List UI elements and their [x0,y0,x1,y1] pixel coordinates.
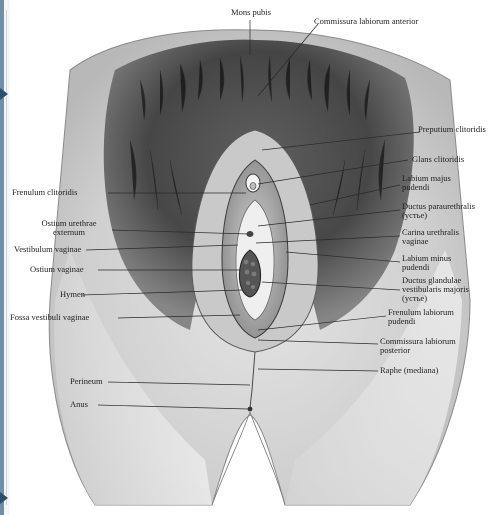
label-mons-pubis: Mons pubis [216,8,286,17]
label-carina-urethralis: Carina urethralis vaginae [402,228,468,246]
label-commissura-posterior: Commissura labiorum posterior [380,337,456,355]
label-glans-clitoridis: Glans clitoridis [412,155,464,164]
label-anus: Anus [70,400,88,409]
label-commissura-anterior: Commissura labiorum anterior [314,17,418,26]
label-vestibulum-vaginae: Vestibulum vaginae [14,245,81,254]
label-preputium-clitoridis: Preputium clitoridis [418,125,486,134]
label-ostium-urethrae: Ostium urethrae externum [26,219,112,237]
label-fossa-vestibuli: Fossa vestibuli vaginae [10,313,89,322]
label-raphe-mediana: Raphe (mediana) [380,366,438,375]
label-ductus-paraurethralis: Ductus paraurethralis (устье) [402,202,478,220]
label-ductus-glandulae: Ductus glandulae vestibularis majoris (у… [402,276,490,303]
label-hymen: Hymen [60,290,85,299]
label-perineum: Perineum [70,377,103,386]
label-labium-majus: Labium majus pudendi [402,174,462,192]
label-frenulum-clitoridis: Frenulum clitoridis [12,188,77,197]
label-frenulum-labiorum: Frenulum labiorum pudendi [388,308,466,326]
label-labium-minus: Labium minus pudendi [402,254,458,272]
label-ostium-vaginae: Ostium vaginae [30,265,84,274]
